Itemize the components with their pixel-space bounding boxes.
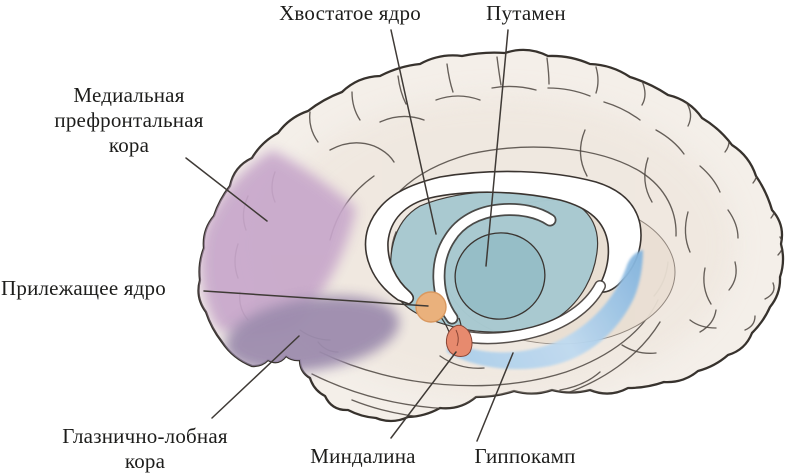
label-line: префронтальная <box>54 108 204 132</box>
medial-prefrontal-cortex-region <box>200 150 356 336</box>
label-line: Глазнично-лобная <box>62 424 228 448</box>
sulcus-line <box>379 115 425 123</box>
leader-line-hippocampus <box>476 352 514 442</box>
label-nucleus-accumbens: Прилежащее ядро <box>1 276 166 300</box>
sulcus-line <box>546 57 550 85</box>
label-line: кора <box>124 449 166 473</box>
sulcus-line <box>439 355 485 369</box>
label-line: кора <box>108 133 150 157</box>
sulcus-line <box>728 261 737 291</box>
leader-line-putamen <box>485 29 509 267</box>
label-caudate-nucleus: Хвостатое ядро <box>279 1 421 25</box>
sulcus-line <box>319 299 659 387</box>
sulcus-line <box>446 63 454 93</box>
nucleus-accumbens-region <box>415 291 447 323</box>
sulcus-line <box>595 66 599 94</box>
fornix <box>459 281 605 343</box>
internal-capsule <box>434 204 555 323</box>
amygdala-crease <box>455 329 459 347</box>
label-amygdala: Миндалина <box>310 444 416 468</box>
sulcus-line <box>435 95 481 101</box>
label-line: Медиальная <box>73 83 185 107</box>
leader-line-amygdala <box>390 351 457 439</box>
sulcus-line <box>655 129 685 155</box>
label-orbitofrontal-cortex: Глазнично-лобная кора <box>36 424 254 474</box>
leader-line-caudate <box>390 29 437 235</box>
sulcus-line <box>309 111 319 143</box>
sulcus-line <box>579 129 588 177</box>
leader-line-ofc <box>211 335 300 419</box>
leader-line-mpfc <box>185 157 268 222</box>
sulcus-line <box>703 267 712 305</box>
sulcus-line <box>329 142 395 163</box>
label-putamen: Путамен <box>486 1 566 25</box>
leader-lines <box>185 29 514 442</box>
label-hippocampus: Гиппокамп <box>474 444 576 468</box>
sulcus-line <box>397 75 407 105</box>
sulcus-line <box>603 101 641 121</box>
sulcus-line <box>689 319 717 329</box>
sulcus-line <box>744 315 756 331</box>
label-medial-prefrontal-cortex: Медиальная префронтальная кора <box>20 83 238 158</box>
sulcus-line <box>491 85 537 91</box>
sulcus-line <box>699 309 717 333</box>
sulcus-line <box>727 209 739 239</box>
sulcus-line <box>559 371 601 391</box>
orbitofrontal-cortex-region <box>224 295 400 373</box>
sulcus-line <box>621 344 657 354</box>
hippocampus-region <box>446 250 643 370</box>
sulcus-line <box>684 211 691 253</box>
sulcus-line <box>547 87 591 97</box>
sulcus-line <box>699 165 721 193</box>
sulcus-line <box>764 282 775 300</box>
amygdala-region <box>445 324 473 357</box>
sulcus-line <box>351 91 361 121</box>
sulcus-line <box>641 80 646 106</box>
leader-line-accumbens <box>203 290 429 307</box>
sulcus-line <box>685 101 692 127</box>
sulcus-line <box>644 157 653 203</box>
sulcus-line <box>496 56 502 86</box>
